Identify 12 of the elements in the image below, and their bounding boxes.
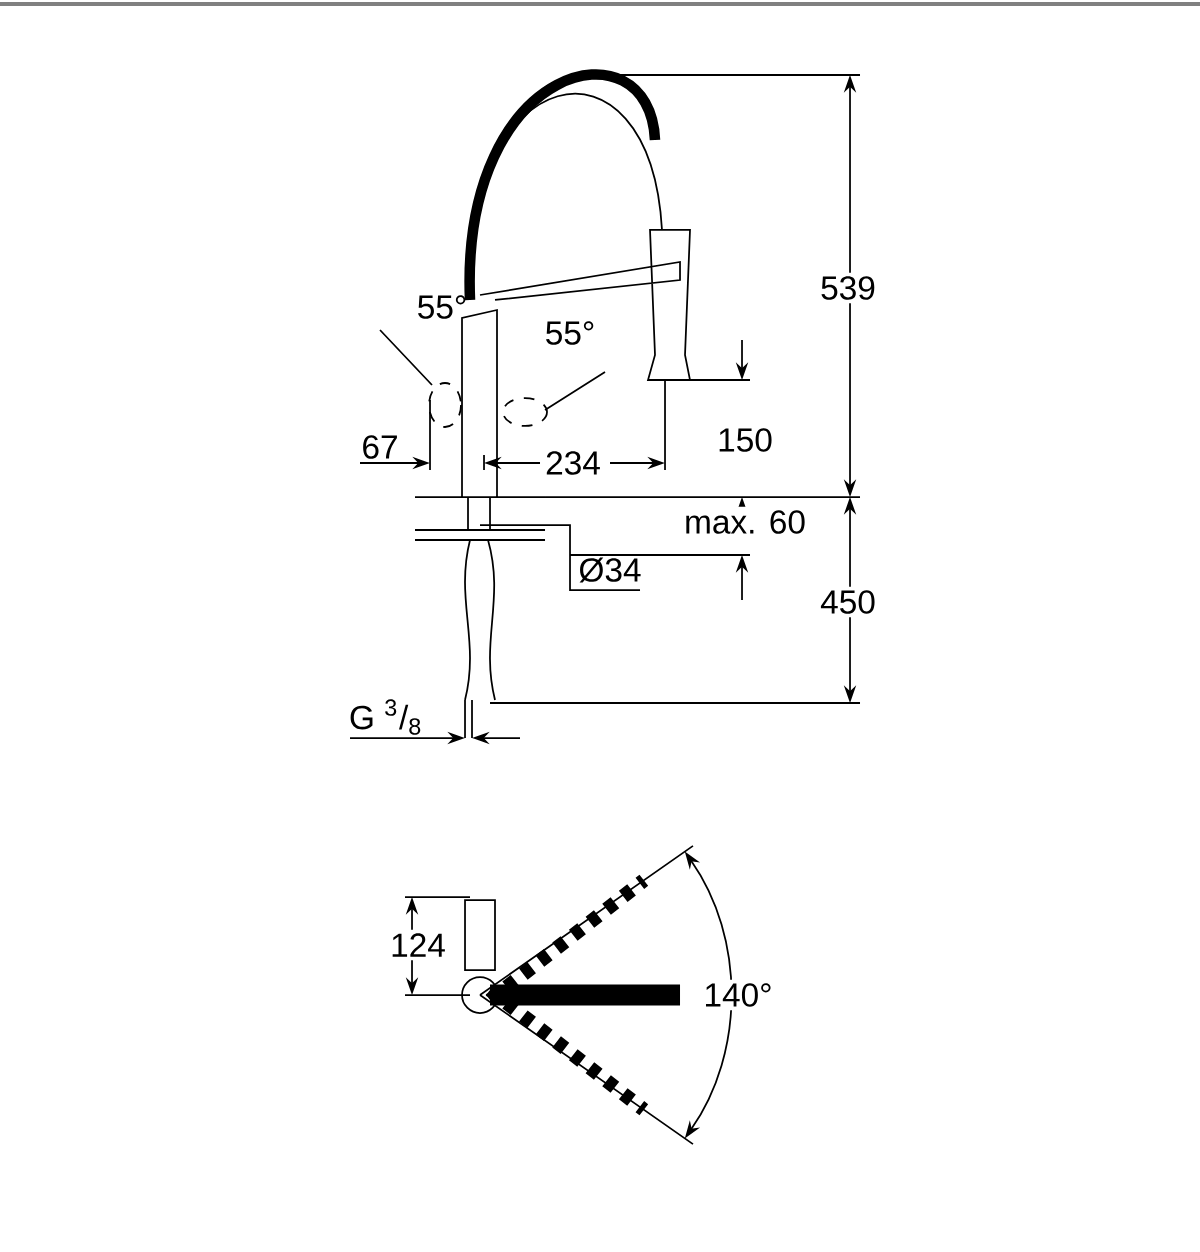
dimension-label: G $^{3}$/$_{8}$ bbox=[350, 699, 421, 735]
dimension-label: 67 bbox=[363, 435, 397, 459]
dimension-label: Ø34 bbox=[579, 557, 641, 583]
dimension-label: 55° bbox=[418, 295, 466, 319]
dimension-label: 55° bbox=[546, 321, 594, 345]
dimension-label: 450 bbox=[816, 586, 880, 618]
dimension-label: 150 bbox=[719, 428, 772, 452]
dimension-label: 124 bbox=[386, 929, 450, 961]
dimension-label: 140° bbox=[699, 979, 777, 1011]
dimension-label: 234 bbox=[541, 447, 605, 479]
dimension-label: 539 bbox=[816, 272, 880, 304]
dimension-label: max. 60 bbox=[680, 506, 810, 538]
